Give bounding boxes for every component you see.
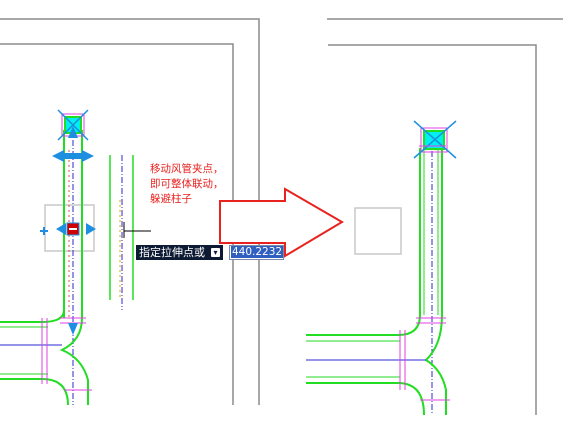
left-terminal[interactable] [57, 109, 89, 141]
right-wall [327, 18, 563, 415]
right-column[interactable] [354, 207, 402, 255]
dynamic-input-value[interactable]: 440.2232 [231, 246, 284, 258]
annotation-note: 移动风管夹点， 即可整体联动， 躲避柱子 [150, 162, 224, 207]
right-tee-flanges [399, 317, 450, 401]
right-duct-vertical[interactable] [419, 140, 443, 415]
transition-arrow-icon [219, 187, 344, 258]
grip-add-plus[interactable] [40, 227, 48, 235]
annotation-line-3: 躲避柱子 [150, 193, 192, 205]
prompt-label: 指定拉伸点或 [139, 246, 205, 259]
crosshair-cursor [123, 222, 151, 238]
dropdown-icon[interactable]: ▾ [211, 248, 220, 257]
grip-bottom-arrow[interactable] [68, 323, 78, 335]
command-prompt: 指定拉伸点或 ▾ [136, 245, 223, 260]
grip-center-stretch[interactable] [56, 222, 96, 236]
right-terminal[interactable] [413, 120, 457, 159]
dynamic-input-field[interactable]: 440.2232 [229, 245, 284, 260]
annotation-line-2: 即可整体联动， [150, 178, 224, 190]
left-duct-tee[interactable] [0, 309, 89, 406]
left-wall [0, 18, 260, 405]
annotation-line-1: 移动风管夹点， [150, 163, 224, 175]
left-duct-preview [109, 155, 134, 310]
grip-width[interactable] [52, 150, 94, 162]
right-duct-tee[interactable] [306, 314, 447, 416]
grip-top-arrow[interactable] [68, 126, 78, 138]
